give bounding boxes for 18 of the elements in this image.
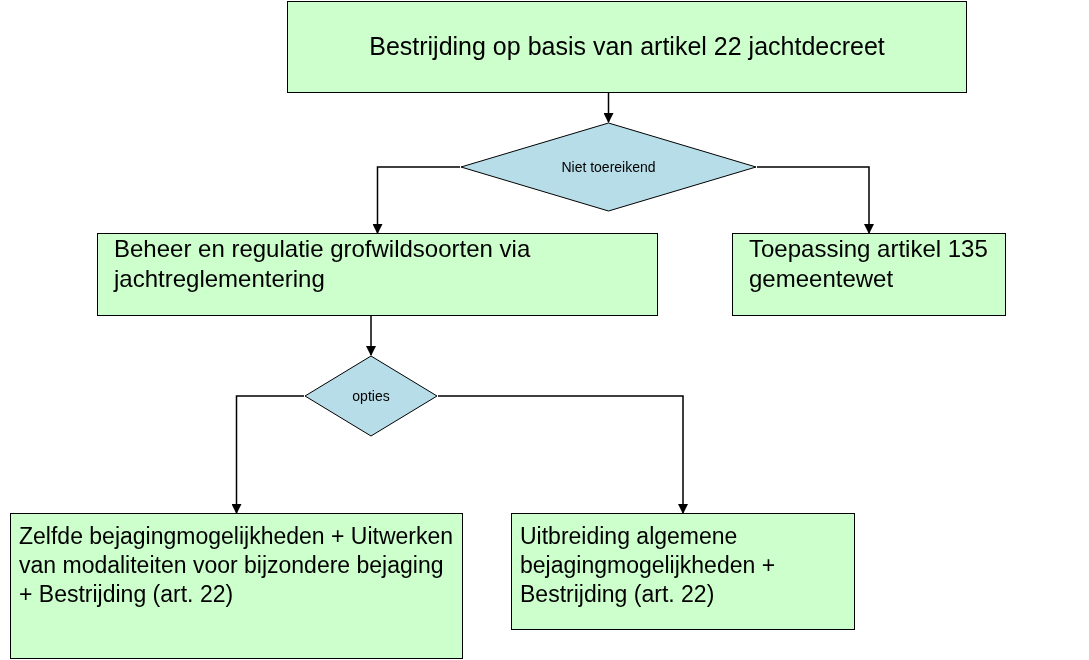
box-text: Bestrijding op basis van artikel 22 jachtdecreet bbox=[369, 31, 885, 63]
arrow bbox=[437, 395, 688, 514]
decision-label: opties bbox=[352, 386, 390, 406]
process-box bbox=[10, 513, 463, 659]
arrow bbox=[231, 395, 305, 514]
arrow bbox=[372, 166, 461, 234]
box-text: Beheer en regulatie grofwildsoorten via jachtreglementering bbox=[114, 234, 532, 294]
decision-label: Niet toereikend bbox=[561, 157, 656, 177]
arrow bbox=[756, 166, 874, 234]
process-box bbox=[287, 1, 967, 93]
arrow bbox=[603, 92, 614, 123]
process-box bbox=[732, 233, 1006, 316]
arrow bbox=[366, 315, 376, 356]
process-box bbox=[511, 513, 855, 630]
process-box bbox=[97, 233, 658, 316]
box-text: Zelfde bejagingmogelijkheden + Uitwerken van modaliteiten voor bijzondere bejaging + Bestrijding (art. 22) bbox=[19, 522, 454, 609]
box-text: Uitbreiding algemene bejagingmogelijkheden + Bestrijding (art. 22) bbox=[520, 522, 777, 609]
box-text: Toepassing artikel 135 gemeentewet bbox=[749, 234, 989, 294]
